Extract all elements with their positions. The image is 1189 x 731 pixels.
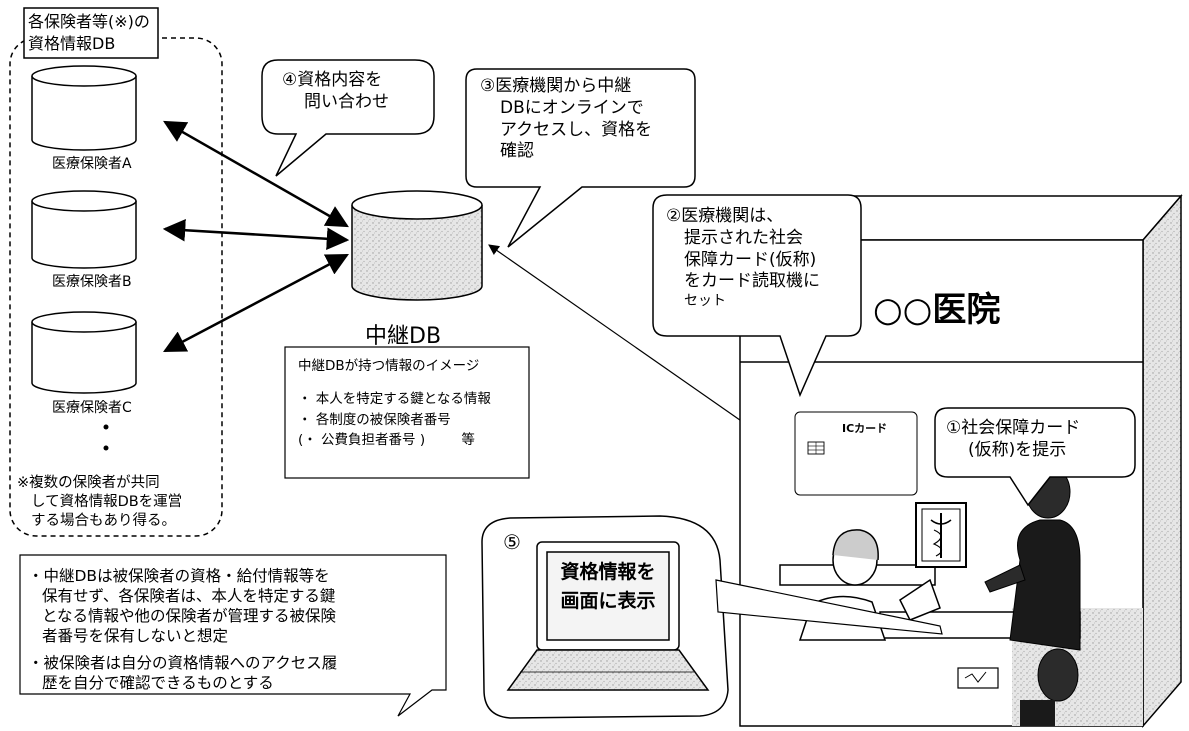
relay-db-info: 中継DBが持つ情報のイメージ ・ 本人を特定する鍵となる情報 ・ 各制度の被保険…	[298, 356, 491, 450]
clinic-name: ○○医院	[873, 290, 1001, 330]
step1-text: ①社会保障カード (仮称)を提示	[946, 418, 1080, 462]
relay-db-info-item3: (・ 公費負担者番号 )	[298, 431, 426, 448]
ic-card-label: ICカード	[842, 422, 888, 435]
step2-line4: をカード読取機に	[684, 271, 820, 292]
arrow-insurer-a-relay	[163, 120, 349, 228]
relay-db-info-item2: ・ 各制度の被保険者番号	[298, 411, 451, 428]
note1-line2: 保有せず、各保険者は、本人を特定する鍵	[42, 587, 336, 606]
relay-db-info-item3-row: (・ 公費負担者番号 ) 等	[298, 430, 491, 450]
step2-line1: ②医療機関は、	[666, 206, 784, 226]
step1-line2: (仮称)を提示	[968, 439, 1067, 460]
step2-text: ②医療機関は、 提示された社会 保障カード(仮称) をカード読取機に セット	[666, 206, 820, 311]
note1-line1: ・中継DBは被保険者の資格・給付情報等を	[28, 567, 330, 585]
insurers-panel-title: 各保険者等(※)の 資格情報DB	[28, 11, 158, 54]
step3-line3: アクセスし、資格を	[500, 119, 653, 140]
insurers-panel-title-line2: 資格情報DB	[28, 33, 116, 53]
ellipsis-dot-1	[103, 424, 109, 430]
insurers-footnote-line1: ※複数の保険者が共同	[17, 475, 160, 491]
arrow-insurer-c-relay	[163, 253, 349, 353]
step4-line2: 問い合わせ	[304, 91, 389, 112]
note2-line1: ・被保険者は自分の資格情報へのアクセス履	[28, 653, 338, 672]
relay-db-icon	[351, 190, 483, 301]
bubble-step4	[261, 59, 435, 177]
insurer-db-b-icon	[31, 190, 137, 269]
insurer-c-label: 医療保険者C	[52, 400, 132, 416]
relay-db-label: 中継DB	[365, 324, 442, 349]
insurers-footnote-line2: して資格情報DBを運営	[31, 494, 183, 511]
step2-line2: 提示された社会	[684, 227, 803, 248]
ellipsis-dot-2	[103, 445, 109, 451]
laptop-screen-text: 資格情報を 画面に表示	[556, 558, 660, 615]
insurers-panel-title-box	[23, 7, 159, 59]
relay-db-info-box	[284, 346, 530, 479]
relay-db-info-item3-suffix: 等	[461, 431, 475, 448]
medical-emblem-icon	[915, 502, 967, 568]
laptop-screen-line2: 画面に表示	[560, 589, 656, 612]
patient-figure	[984, 465, 1081, 726]
relay-db-info-item1: ・ 本人を特定する鍵となる情報	[298, 391, 491, 408]
step3-text: ③医療機関から中継 DBにオンラインで アクセスし、資格を 確認	[480, 76, 652, 163]
insurer-b-label: 医療保険者B	[52, 274, 132, 290]
insurer-a-label: 医療保険者A	[52, 156, 132, 172]
notes-text: ・中継DBは被保険者の資格・給付情報等を 保有せず、各保険者は、本人を特定する鍵…	[28, 566, 337, 693]
card-reader-icon	[957, 667, 999, 689]
laptop-icon	[506, 541, 710, 691]
step3-line4: 確認	[500, 141, 534, 162]
bubble-step3	[465, 68, 696, 248]
note1-line3: となる情報や他の保険者が管理する被保険	[42, 607, 337, 626]
insurers-footnote: ※複数の保険者が共同 して資格情報DBを運営 する場合もあり得る。	[17, 474, 182, 531]
ic-card-icon	[794, 411, 918, 496]
step2-line5: セット	[684, 293, 726, 309]
insurer-db-a-icon	[31, 65, 137, 151]
insurers-panel-title-line1: 各保険者等(※)の	[28, 12, 150, 31]
step4-text: ④資格内容を 問い合わせ	[282, 70, 389, 114]
step3-line2: DBにオンラインで	[500, 97, 644, 118]
bubble-step1	[934, 407, 1136, 507]
note2-line2: 歴を自分で確認できるものとする	[42, 673, 274, 692]
laptop-step-number: ⑤	[503, 530, 521, 554]
laptop-screen-line1: 資格情報を	[560, 561, 656, 583]
notes-box	[19, 554, 447, 717]
note1-line4: 者番号を保有しないと想定	[42, 627, 229, 646]
step1-line1: ①社会保障カード	[946, 418, 1081, 438]
insurers-footnote-line3: する場合もあり得る。	[31, 513, 176, 530]
step4-line1: ④資格内容を	[282, 70, 383, 90]
relay-db-info-title: 中継DBが持つ情報のイメージ	[298, 358, 480, 374]
arrow-insurer-b-relay	[162, 218, 350, 251]
arrow-relay-clinic	[488, 244, 781, 449]
bubble-step2	[652, 194, 862, 398]
insurer-db-c-icon	[31, 311, 137, 394]
step2-line3: 保障カード(仮称)	[684, 249, 817, 270]
step3-line1: ③医療機関から中継	[480, 76, 632, 96]
